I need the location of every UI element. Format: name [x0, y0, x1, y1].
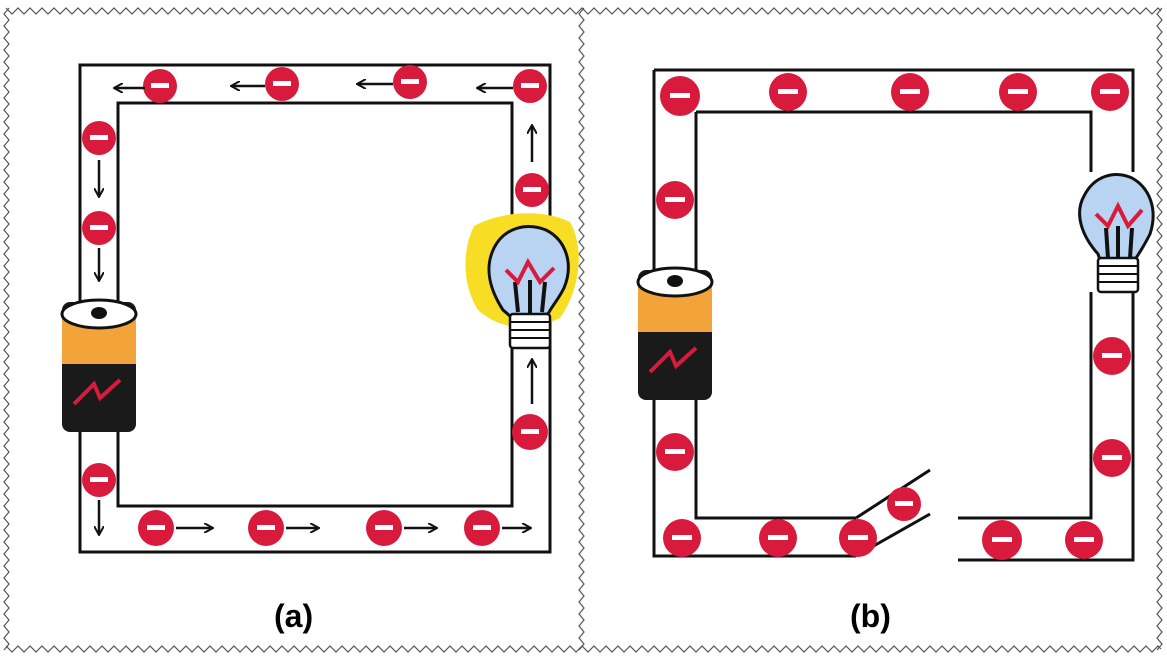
battery-icon — [60, 298, 138, 432]
electron-icon — [515, 173, 549, 207]
panel-b-wire — [652, 68, 1135, 562]
frame-bottom — [5, 645, 1162, 653]
panel-frames — [3, 7, 1163, 653]
panel-a-circuit — [60, 63, 579, 554]
electron-icon — [1093, 439, 1131, 477]
electron-icon — [999, 73, 1037, 111]
electron-icon — [1091, 73, 1129, 111]
electron-icon — [1093, 337, 1131, 375]
electron-icon — [82, 463, 116, 497]
electron-icon — [660, 76, 700, 116]
electron-icon — [464, 510, 500, 546]
light-bulb-icon — [487, 225, 570, 350]
frame-right — [1156, 7, 1163, 651]
frame-top — [5, 7, 1162, 15]
electron-icon — [265, 67, 299, 101]
electron-icon — [138, 510, 174, 546]
electron-icon — [248, 510, 284, 546]
electron-icon — [82, 211, 116, 245]
electron-icon — [887, 487, 921, 521]
electron-icon — [143, 69, 177, 103]
frame-middle — [578, 7, 585, 651]
panel-a-label: (a) — [274, 598, 314, 634]
electron-icon — [663, 519, 701, 557]
electron-icon — [656, 181, 694, 219]
electron-icon — [839, 519, 877, 557]
electron-icon — [513, 69, 547, 103]
light-bulb-icon — [1078, 173, 1155, 294]
electron-icon — [769, 73, 807, 111]
electron-icon — [656, 433, 694, 471]
electron-icon — [1065, 521, 1103, 559]
electron-icon — [393, 65, 427, 99]
electron-icon — [82, 121, 116, 155]
electron-icon — [891, 73, 929, 111]
electron-icon — [366, 510, 402, 546]
panel-b-label: (b) — [850, 598, 891, 634]
panel-b-circuit — [636, 68, 1155, 562]
panel-b-electrons — [656, 73, 1131, 560]
battery-icon — [636, 266, 714, 400]
electron-icon — [759, 519, 797, 557]
panel-a-flow-arrows — [99, 84, 532, 534]
electron-icon — [982, 520, 1022, 560]
panel-a-electrons — [82, 65, 549, 546]
electron-icon — [512, 414, 548, 450]
frame-left — [3, 7, 10, 651]
